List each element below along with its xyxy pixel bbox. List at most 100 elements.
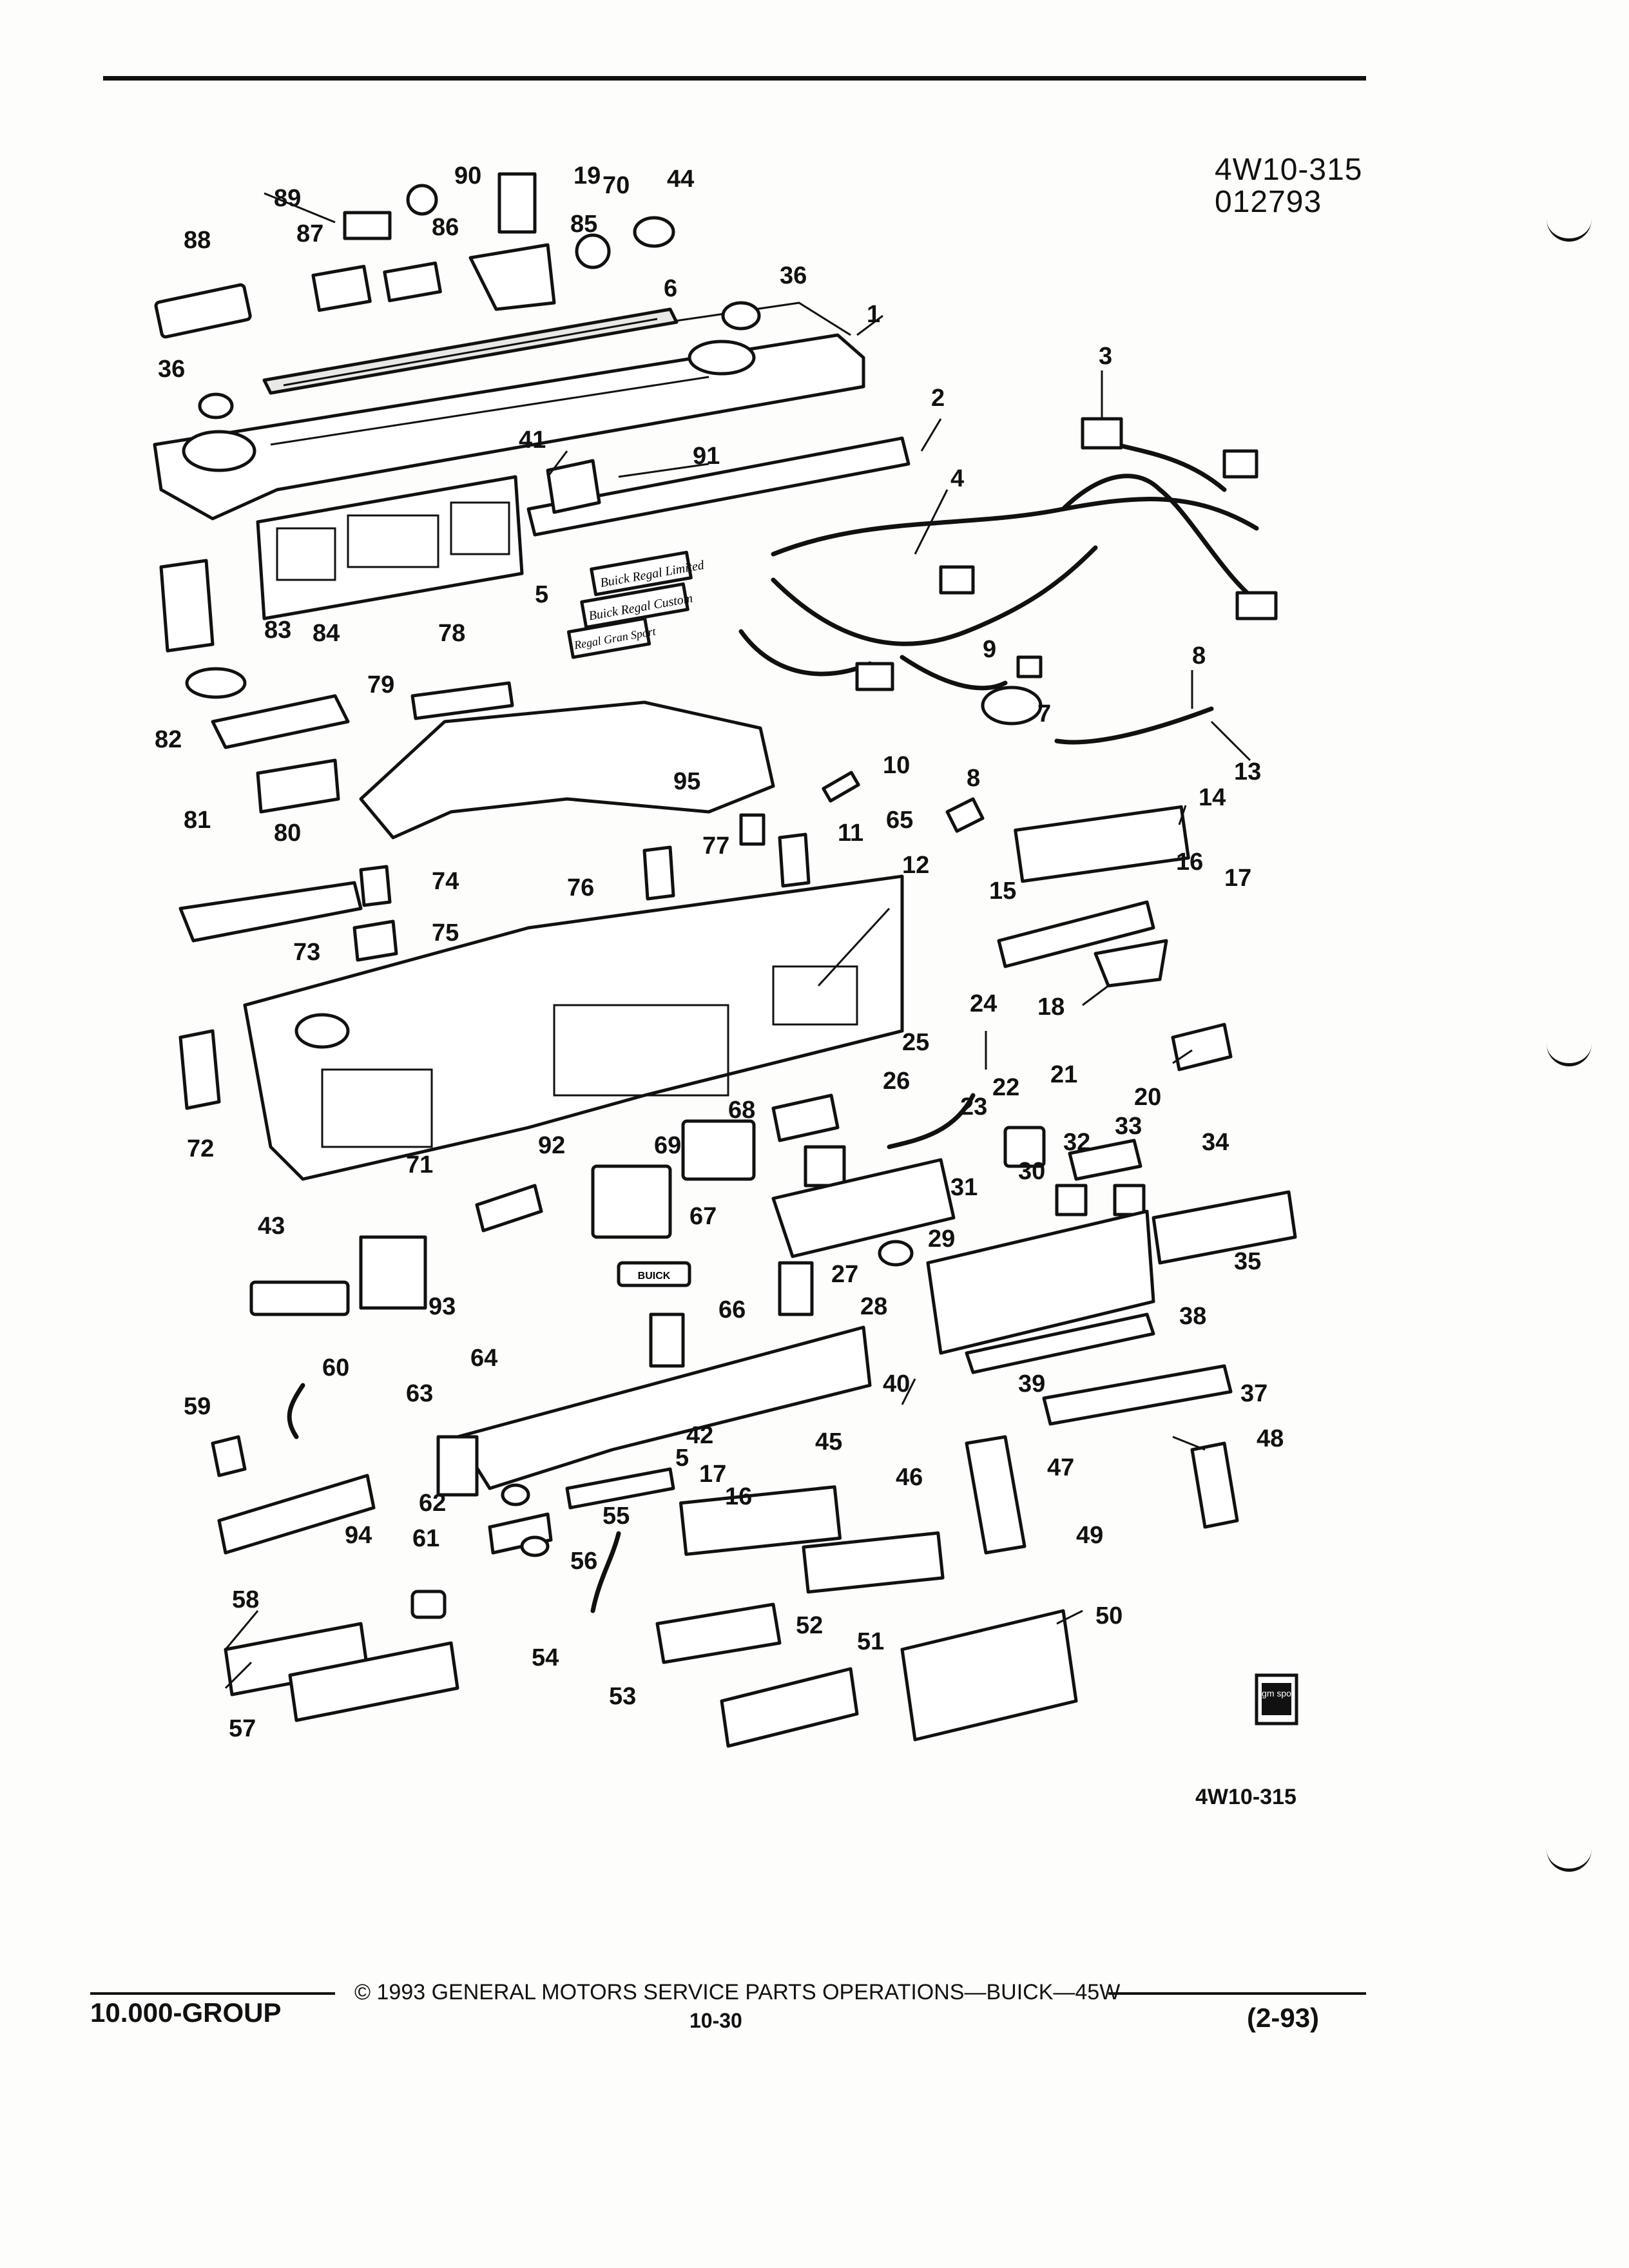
part-71-switch [359, 1235, 427, 1310]
callout-17: 17 [1224, 865, 1251, 892]
callout-74: 74 [432, 868, 459, 895]
callout-85: 85 [570, 211, 597, 238]
part-10-bolt [822, 771, 860, 803]
callout-51: 51 [857, 1628, 884, 1655]
part-12-panel-carrier [178, 874, 904, 1181]
callout-labels: 1 2 3 4 5 5 6 7 8 8 9 10 11 12 13 14 15 … [155, 162, 1284, 1742]
callout-33: 33 [1115, 1113, 1142, 1140]
part-6-defroster-grille [262, 307, 679, 395]
callout-79: 79 [367, 671, 394, 698]
callout-76: 76 [567, 874, 594, 901]
callout-86: 86 [432, 214, 459, 241]
callout-36b: 36 [158, 356, 185, 383]
callout-16b: 16 [725, 1483, 752, 1510]
callout-70: 70 [602, 172, 630, 199]
callout-61: 61 [412, 1525, 439, 1552]
callout-58: 58 [232, 1586, 259, 1613]
part-58-panel [217, 1474, 376, 1555]
part-89-relay [343, 211, 392, 240]
part-92-switch [475, 1184, 543, 1233]
part-56-washer [520, 1535, 550, 1557]
callout-25: 25 [902, 1029, 929, 1056]
part-14-module [1014, 805, 1190, 883]
callout-65: 65 [886, 807, 913, 834]
scan-mark [1547, 213, 1592, 242]
callout-50: 50 [1095, 1602, 1123, 1629]
part-4-wiring-harness [738, 417, 1278, 745]
callout-56: 56 [570, 1548, 597, 1575]
part-30-bracket [1068, 1139, 1142, 1181]
part-15-bracket [997, 900, 1155, 968]
callout-40: 40 [883, 1370, 910, 1398]
callout-35: 35 [1234, 1248, 1261, 1275]
part-36-clip [198, 392, 234, 419]
callout-54: 54 [532, 1644, 559, 1671]
callout-88: 88 [184, 227, 211, 254]
callout-75: 75 [432, 919, 459, 947]
callout-89: 89 [274, 185, 301, 212]
callout-3: 3 [1099, 343, 1112, 370]
callout-81: 81 [184, 807, 211, 834]
part-70-lamp [575, 233, 611, 269]
part-67-badge [617, 1261, 691, 1287]
part-34-console [1152, 1190, 1297, 1265]
callout-71: 71 [406, 1151, 433, 1178]
part-72-vent [178, 1029, 221, 1110]
callout-94: 94 [345, 1522, 372, 1549]
callout-2: 2 [931, 385, 945, 412]
part-53-bin [655, 1602, 782, 1664]
callout-8b: 8 [967, 765, 980, 792]
part-32-switch [1055, 1184, 1088, 1216]
gm-spo-logo: gm spo [1255, 1673, 1298, 1725]
callout-6: 6 [664, 275, 677, 302]
part-95-switch [739, 813, 766, 846]
callout-29: 29 [928, 1225, 955, 1253]
callout-42: 42 [686, 1422, 713, 1449]
part-65-clip [945, 797, 985, 833]
callout-32: 32 [1063, 1129, 1090, 1156]
part-82-speaker [185, 667, 247, 699]
part-25-vent [771, 1093, 840, 1142]
part-63-switch [436, 1435, 479, 1497]
callout-64: 64 [470, 1345, 497, 1372]
part-81-vent [256, 758, 340, 814]
footer-group: 10.000-GROUP [90, 1997, 282, 2028]
callout-13: 13 [1234, 758, 1261, 785]
callout-12: 12 [902, 852, 929, 879]
part-79-duct [211, 694, 350, 749]
callout-36: 36 [780, 262, 807, 289]
part-66-vent-a [649, 1312, 685, 1368]
footer-copyright: © 1993 GENERAL MOTORS SERVICE PARTS OPER… [354, 1980, 1121, 2004]
part-80-duct-assembly [359, 700, 775, 840]
callout-16: 16 [1176, 849, 1203, 876]
callout-80: 80 [274, 820, 301, 847]
callout-57: 57 [229, 1715, 256, 1742]
part-88-cover [154, 283, 252, 339]
part-64-lower-bezel [456, 1325, 872, 1490]
callout-8: 8 [1192, 642, 1206, 669]
callout-18: 18 [1037, 994, 1065, 1021]
scan-mark [1547, 1843, 1592, 1872]
part-87-module [311, 264, 372, 312]
callout-95: 95 [673, 768, 700, 795]
callout-93: 93 [429, 1293, 456, 1320]
badge-text: BUICK [638, 1271, 671, 1282]
part-86-pad [383, 261, 442, 303]
part-37-trim [1042, 1364, 1233, 1426]
callout-92: 92 [538, 1132, 565, 1159]
footer-rule-right [1108, 1992, 1366, 1995]
callout-20: 20 [1134, 1084, 1161, 1111]
part-11-vent [778, 832, 811, 888]
scan-mark [1547, 1037, 1592, 1066]
footer-rule-left [90, 1992, 335, 1995]
part-5-emblems: Buick Regal Limited Buick Regal Custom R… [566, 550, 706, 659]
callout-31: 31 [950, 1174, 978, 1201]
part-48-bracket [1190, 1441, 1239, 1529]
callout-43: 43 [258, 1213, 285, 1240]
part-19-bracket [497, 172, 537, 234]
leader-lines [224, 192, 1251, 1689]
callout-90: 90 [454, 162, 481, 189]
part-8-grommet [981, 686, 1043, 726]
callout-37: 37 [1240, 1380, 1268, 1407]
